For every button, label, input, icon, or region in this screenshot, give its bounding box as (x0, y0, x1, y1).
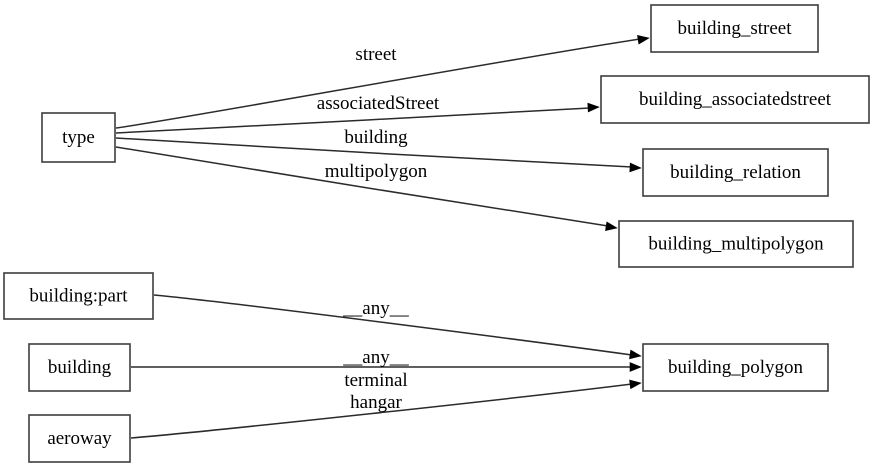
edge-label-type-associatedstreet: associatedStreet (317, 93, 440, 114)
node-label: type (62, 127, 95, 148)
edge-type-building (115, 137, 642, 173)
node-box[interactable] (28, 343, 131, 392)
node-aeroway[interactable]: aeroway (28, 414, 131, 463)
node-label: building_street (678, 18, 793, 39)
edge-aeroway-terminal-hangar (130, 379, 642, 439)
edges-layer (115, 34, 650, 439)
edge-line (115, 137, 633, 168)
node-box[interactable] (642, 148, 829, 197)
node-building_street[interactable]: building_street (650, 4, 819, 53)
node-box[interactable] (600, 75, 870, 124)
node-label: building_associatedstreet (639, 89, 832, 110)
node-box[interactable] (41, 112, 116, 163)
node-box[interactable] (642, 343, 829, 392)
arrowhead-icon (587, 102, 600, 113)
node-box[interactable] (3, 272, 154, 320)
edge-labels-layer: street associatedStreet building multipolyg… (317, 44, 440, 413)
edge-label-type-street: street (355, 44, 397, 65)
edge-label-type-multipolygon: multipolygon (325, 161, 428, 182)
node-building_relation[interactable]: building_relation (642, 148, 829, 197)
edge-line (115, 107, 591, 134)
edge-label-building-any: __any__ (342, 347, 409, 368)
edge-buildingpart-any (153, 294, 642, 360)
node-label: building_polygon (668, 357, 804, 378)
arrowhead-icon (629, 162, 642, 173)
node-label: building_multipolygon (648, 233, 824, 254)
node-box[interactable] (28, 414, 131, 463)
nodes-layer: type building_street building_associatedst… (3, 4, 870, 463)
edge-line (130, 383, 633, 439)
node-box[interactable] (618, 220, 854, 268)
node-building[interactable]: building (28, 343, 131, 392)
edge-line (115, 38, 641, 129)
arrowhead-icon (629, 362, 642, 372)
node-building_associatedstreet[interactable]: building_associatedstreet (600, 75, 870, 124)
edge-building-any (131, 362, 642, 372)
edge-label-type-building: building (344, 127, 408, 148)
arrowhead-icon (637, 34, 650, 45)
node-label: building_relation (670, 162, 801, 183)
arrowhead-icon (629, 349, 642, 360)
node-building_part[interactable]: building:part (3, 272, 154, 320)
node-building_multipolygon[interactable]: building_multipolygon (618, 220, 854, 268)
node-building_polygon[interactable]: building_polygon (642, 343, 829, 392)
node-label: building:part (29, 285, 128, 306)
edge-type-street (115, 34, 650, 129)
edge-line (115, 146, 609, 227)
arrowhead-icon (629, 379, 642, 390)
edge-type-associatedstreet (115, 102, 600, 134)
node-label: aeroway (47, 428, 112, 449)
edge-line (153, 294, 633, 356)
node-type[interactable]: type (41, 112, 116, 163)
node-label: building (48, 357, 112, 378)
arrowhead-icon (605, 221, 618, 232)
node-box[interactable] (650, 4, 819, 53)
edge-label-buildingpart-any: __any__ (342, 298, 409, 319)
edge-type-multipolygon (115, 146, 618, 232)
